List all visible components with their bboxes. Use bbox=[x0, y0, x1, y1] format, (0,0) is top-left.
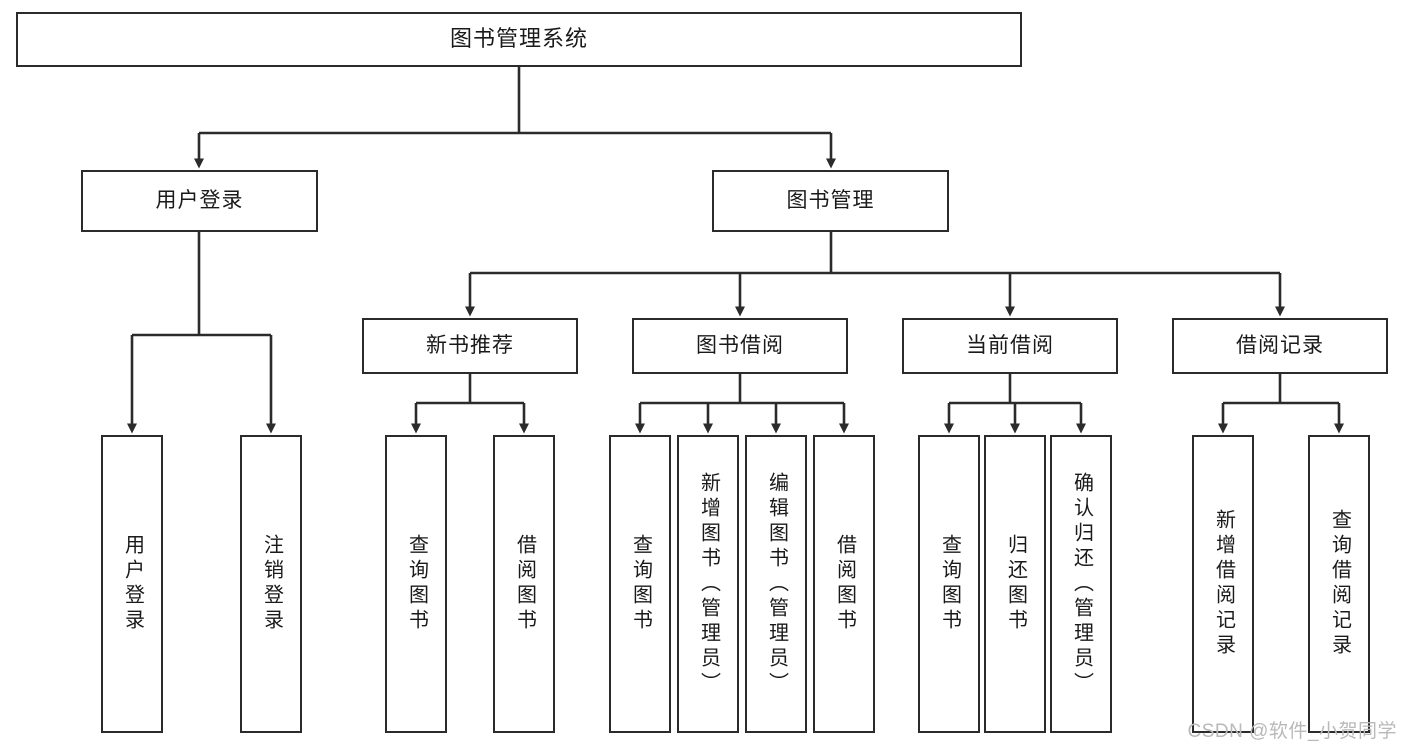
node-label: 查询借阅记录 bbox=[1328, 509, 1351, 659]
node-label: 图书借阅 bbox=[696, 334, 784, 358]
node-label: 查询图书 bbox=[405, 534, 428, 634]
leaf-current-query-book[interactable]: 查询图书 bbox=[918, 435, 980, 733]
leaf-current-confirm-return-admin[interactable]: 确认归还（管理员） bbox=[1050, 435, 1112, 733]
node-user-login[interactable]: 用户登录 bbox=[81, 170, 318, 232]
node-label: 图书管理 bbox=[786, 189, 875, 213]
leaf-record-query-borrow-record[interactable]: 查询借阅记录 bbox=[1308, 435, 1370, 733]
node-label: 归还图书 bbox=[1004, 534, 1027, 634]
csdn-watermark: CSDN @软件_小贺同学 bbox=[1187, 721, 1397, 742]
leaf-new-book-query-book[interactable]: 查询图书 bbox=[385, 435, 447, 733]
node-label: 新增借阅记录 bbox=[1212, 509, 1235, 659]
node-label: 查询图书 bbox=[629, 534, 652, 634]
node-label: 查询图书 bbox=[938, 534, 961, 634]
node-label: 新增图书（管理员） bbox=[697, 471, 720, 697]
node-label: 用户登录 bbox=[155, 189, 244, 213]
node-label: 图书管理系统 bbox=[449, 26, 588, 52]
node-label: 借阅图书 bbox=[513, 534, 536, 634]
node-label: 注销登录 bbox=[260, 534, 283, 634]
node-label: 借阅记录 bbox=[1236, 334, 1324, 358]
leaf-new-book-borrow-book[interactable]: 借阅图书 bbox=[493, 435, 555, 733]
node-book-management[interactable]: 图书管理 bbox=[712, 170, 949, 232]
node-label: 确认归还（管理员） bbox=[1070, 471, 1093, 697]
node-label: 编辑图书（管理员） bbox=[765, 471, 788, 697]
node-borrow-record[interactable]: 借阅记录 bbox=[1172, 318, 1388, 374]
leaf-borrow-add-book-admin[interactable]: 新增图书（管理员） bbox=[677, 435, 739, 733]
leaf-record-add-borrow-record[interactable]: 新增借阅记录 bbox=[1192, 435, 1254, 733]
leaf-user-login-logout[interactable]: 注销登录 bbox=[240, 435, 302, 733]
node-label: 当前借阅 bbox=[966, 334, 1054, 358]
leaf-user-login-login[interactable]: 用户登录 bbox=[101, 435, 163, 733]
node-label: 借阅图书 bbox=[833, 534, 856, 634]
leaf-borrow-query-book[interactable]: 查询图书 bbox=[609, 435, 671, 733]
node-label: 新书推荐 bbox=[426, 334, 514, 358]
node-book-borrow[interactable]: 图书借阅 bbox=[632, 318, 848, 374]
leaf-current-return-book[interactable]: 归还图书 bbox=[984, 435, 1046, 733]
node-new-book-recommend[interactable]: 新书推荐 bbox=[362, 318, 578, 374]
node-root-book-management-system[interactable]: 图书管理系统 bbox=[16, 12, 1022, 67]
node-label: 用户登录 bbox=[121, 534, 144, 634]
leaf-borrow-borrow-book[interactable]: 借阅图书 bbox=[813, 435, 875, 733]
node-current-borrow[interactable]: 当前借阅 bbox=[902, 318, 1118, 374]
leaf-borrow-edit-book-admin[interactable]: 编辑图书（管理员） bbox=[745, 435, 807, 733]
